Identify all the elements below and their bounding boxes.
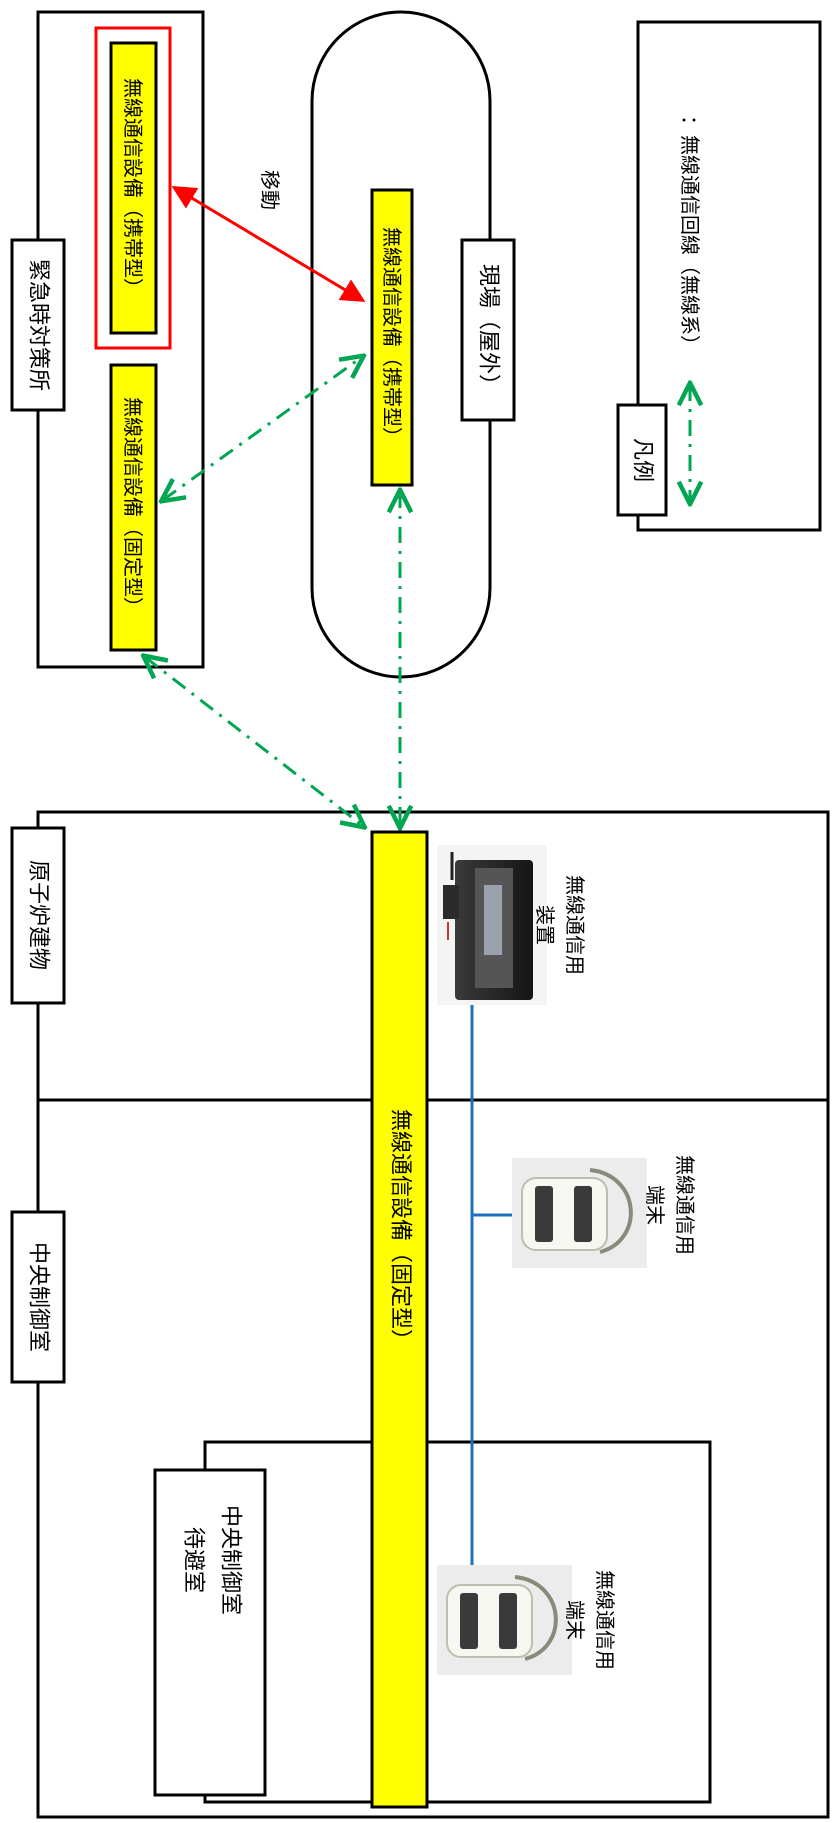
terminal-2-label-1: 無線通信用 bbox=[593, 1570, 617, 1670]
fixed-device-office-label: 無線通信設備（固定型） bbox=[121, 397, 145, 617]
central-control-label-box: 中央制御室 bbox=[10, 1210, 66, 1384]
terminal-2-image bbox=[437, 1565, 572, 1675]
radio-unit-label-2: 装置 bbox=[533, 905, 557, 945]
move-label: 移動 bbox=[258, 170, 282, 210]
terminal-1-image bbox=[512, 1158, 647, 1268]
portable-device-highlight bbox=[94, 26, 172, 350]
portable-device-office: 無線通信設備（携帯型） bbox=[109, 41, 158, 335]
emergency-office-label-box: 緊急時対策所 bbox=[10, 238, 66, 412]
fixed-device-office: 無線通信設備（固定型） bbox=[109, 363, 158, 652]
terminal-1-label-1: 無線通信用 bbox=[673, 1155, 697, 1255]
terminal-2-label-2: 端末 bbox=[563, 1600, 587, 1640]
portable-device-field-label: 無線通信設備（携帯型） bbox=[380, 227, 404, 447]
fixed-device-main: 無線通信設備（固定型） bbox=[370, 830, 429, 1809]
terminal-1-label-2: 端末 bbox=[643, 1185, 667, 1225]
portable-device-office-label: 無線通信設備（携帯型） bbox=[121, 78, 145, 298]
shelter-room-label-2: 待避室 bbox=[181, 1527, 206, 1593]
wireless-links bbox=[145, 357, 400, 826]
wireless-link-office-plant bbox=[145, 657, 363, 826]
radio-unit-image bbox=[437, 845, 547, 1005]
legend: 凡例 ：無線通信回線（無線系） bbox=[616, 20, 822, 532]
move-arrow bbox=[171, 185, 366, 303]
field-label: 現場（屋外） bbox=[476, 264, 501, 396]
legend-title: 凡例 bbox=[630, 438, 655, 482]
reactor-building-label-box: 原子炉建物 bbox=[10, 826, 66, 1005]
emergency-office-label: 緊急時対策所 bbox=[26, 259, 51, 391]
wireless-link-office-field bbox=[163, 357, 362, 500]
legend-line-label: ：無線通信回線（無線系） bbox=[678, 115, 702, 355]
field-label-box: 現場（屋外） bbox=[460, 238, 516, 422]
shelter-room: 中央制御室 待避室 bbox=[153, 1440, 712, 1804]
wired-connections bbox=[470, 1000, 512, 1620]
central-control-label: 中央制御室 bbox=[26, 1242, 51, 1352]
radio-unit-label-1: 無線通信用 bbox=[563, 875, 587, 975]
portable-device-field: 無線通信設備（携帯型） bbox=[370, 188, 414, 487]
reactor-building-label: 原子炉建物 bbox=[26, 860, 51, 970]
fixed-device-main-label: 無線通信設備（固定型） bbox=[388, 1109, 413, 1351]
shelter-room-label-1: 中央制御室 bbox=[218, 1505, 243, 1615]
